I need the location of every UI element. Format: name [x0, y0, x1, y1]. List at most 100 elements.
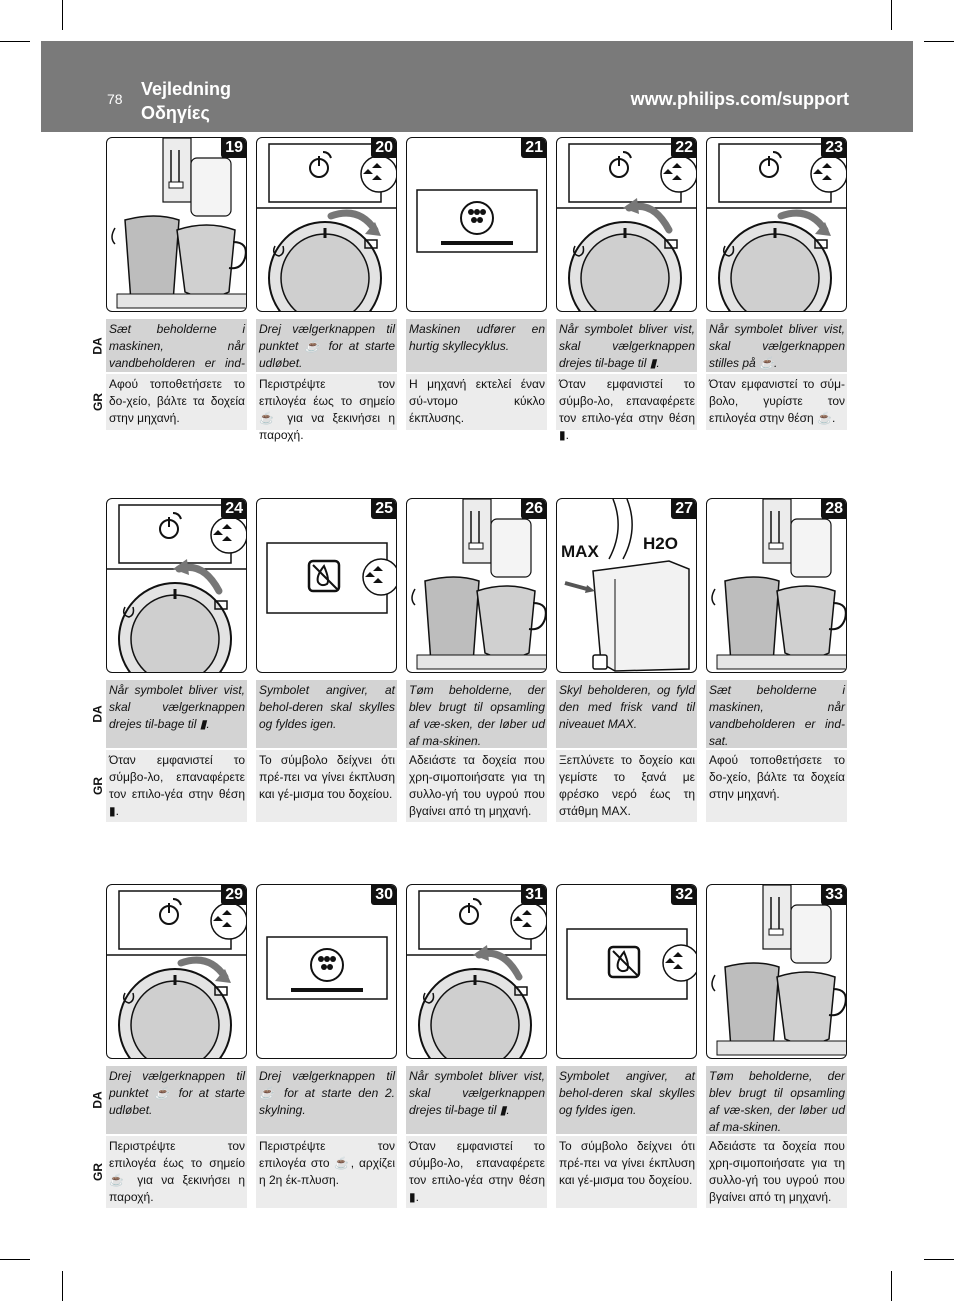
language-label-gr: GR	[88, 1136, 108, 1208]
language-code: GR	[91, 393, 105, 411]
step-figure: 24	[106, 498, 247, 673]
language-code: GR	[91, 777, 105, 795]
language-label-da: DA	[88, 319, 108, 372]
step-number: 22	[671, 138, 696, 158]
crop-mark	[0, 1259, 30, 1260]
page-header: 78 Vejledning Οδηγίες www.philips.com/su…	[41, 41, 913, 132]
step-number: 19	[221, 138, 246, 158]
step-figure: 25	[256, 498, 397, 673]
caption-da: Tøm beholderne, der blev brugt til opsam…	[706, 1066, 847, 1134]
caption-gr: Η μηχανή εκτελεί έναν σύ-ντομο κύκλο έκπ…	[406, 374, 547, 430]
step-number: 27	[671, 499, 696, 519]
caption-da: Tøm beholderne, der blev brugt til opsam…	[406, 680, 547, 748]
caption-da: Sæt beholderne i maskinen, når vandbehol…	[106, 319, 247, 387]
caption-gr: Όταν εμφανιστεί το σύμβο-λο, επαναφέρετε…	[106, 750, 247, 822]
crop-mark	[62, 0, 63, 30]
step-figure: 28	[706, 498, 847, 673]
crop-mark	[891, 1271, 892, 1301]
caption-da: Når symbolet bliver vist, skal vælgerkna…	[706, 319, 847, 372]
caption-gr: Όταν εμφανιστεί το σύμβο-λο, επαναφέρετε…	[406, 1136, 547, 1208]
step-figure: 23	[706, 137, 847, 312]
language-code: DA	[91, 705, 105, 723]
container-left	[724, 962, 780, 1054]
step-figure: 26	[406, 498, 547, 673]
language-label-da: DA	[88, 1066, 108, 1134]
crop-mark	[924, 41, 954, 42]
container-left	[124, 215, 180, 307]
step-figure: 20	[256, 137, 397, 312]
language-code: DA	[91, 336, 105, 355]
caption-da: Skyl beholderen, og fyld den med frisk v…	[556, 680, 697, 748]
caption-gr: Ξεπλύνετε το δοχείο και γεμίστε το ξανά …	[556, 750, 697, 822]
crop-mark	[891, 0, 892, 30]
support-website-link[interactable]: www.philips.com/support	[630, 89, 849, 109]
step-number: 25	[371, 499, 396, 519]
page-title-gr: Οδηγίες	[141, 103, 210, 123]
language-label-da: DA	[88, 680, 108, 748]
step-figure: 31	[406, 884, 547, 1059]
step-number: 20	[371, 138, 396, 158]
caption-da: Drej vælgerknappen til punktet ☕ for at …	[106, 1066, 247, 1134]
caption-gr: Αδειάστε τα δοχεία που χρη-σιμοποιήσατε …	[406, 750, 547, 822]
hot-water-icon	[122, 606, 135, 618]
container-left	[424, 576, 480, 668]
caption-gr: Αφού τοποθετήσετε το δο-χείο, βάλτε τα δ…	[106, 374, 247, 430]
caption-da: Drej vælgerknappen til punktet ☕ for at …	[256, 319, 397, 372]
step-figure: 22	[556, 137, 697, 312]
page-number: 78	[107, 91, 123, 107]
language-label-gr: GR	[88, 750, 108, 822]
cup-icon	[514, 986, 528, 996]
caption-da: Når symbolet bliver vist, skal vælgerkna…	[406, 1066, 547, 1134]
step-figure: 32	[556, 884, 697, 1059]
step-number: 23	[821, 138, 846, 158]
step-figure: MAX H2O 27	[556, 498, 697, 673]
caption-gr: Περιστρέψτε τον επιλογέα στο ☕, αρχίζει …	[256, 1136, 397, 1208]
tank-max-label: MAX	[561, 542, 599, 561]
container-right	[776, 585, 836, 659]
rinse-icon	[460, 201, 494, 235]
step-number: 29	[221, 885, 246, 905]
tank-h2o-label: H2O	[643, 534, 678, 553]
rinse-icon	[310, 948, 344, 982]
step-figure: 19	[106, 137, 247, 312]
hot-water-icon	[722, 245, 735, 257]
caption-da: Sæt beholderne i maskinen, når vandbehol…	[706, 680, 847, 748]
caption-da: Symbolet angiver, at behol-deren skal sk…	[256, 680, 397, 748]
language-code: DA	[91, 1091, 105, 1109]
crop-mark	[62, 1271, 63, 1301]
step-figure: 21	[406, 137, 547, 312]
hot-water-icon	[122, 992, 135, 1004]
language-code: GR	[91, 1163, 105, 1181]
caption-gr: Όταν εμφανιστεί το σύμβο-λο, επαναφέρετε…	[556, 374, 697, 442]
step-number: 28	[821, 499, 846, 519]
cup-icon	[214, 986, 228, 996]
cup-icon	[214, 600, 228, 610]
caption-da: Drej vælgerknappen til ☕ for at starte d…	[256, 1066, 397, 1134]
caption-gr: Το σύμβολο δείχνει ότι πρέ-πει να γίνει …	[256, 750, 397, 822]
container-right	[176, 224, 236, 298]
hot-water-icon	[572, 245, 585, 257]
step-number: 26	[521, 499, 546, 519]
hot-water-icon	[272, 245, 285, 257]
step-number: 33	[821, 885, 846, 905]
step-figure: 29	[106, 884, 247, 1059]
container-right	[776, 971, 836, 1045]
caption-da: Når symbolet bliver vist, skal vælgerkna…	[106, 680, 247, 748]
caption-da: Symbolet angiver, at behol-deren skal sk…	[556, 1066, 697, 1134]
cup-icon	[364, 239, 378, 249]
step-figure: 30	[256, 884, 397, 1059]
crop-mark	[924, 1259, 954, 1260]
caption-gr: Περιστρέψτε τον επιλογέα έως το σημείο ☕…	[256, 374, 397, 442]
caption-gr: Όταν εμφανιστεί το σύμ-βολο, γυρίστε τον…	[706, 374, 847, 430]
caption-da: Maskinen udfører en hurtig skyllecyklus.	[406, 319, 547, 372]
cup-icon	[814, 239, 828, 249]
cup-icon	[664, 239, 678, 249]
caption-gr: Το σύμβολο δείχνει ότι πρέ-πει να γίνει …	[556, 1136, 697, 1208]
caption-gr: Αφού τοποθετήσετε το δο-χείο, βάλτε τα δ…	[706, 750, 847, 822]
caption-gr: Περιστρέψτε τον επιλογέα έως το σημείο ☕…	[106, 1136, 247, 1208]
step-figure: 33	[706, 884, 847, 1059]
caption-gr: Αδειάστε τα δοχεία που χρη-σιμοποιήσατε …	[706, 1136, 847, 1208]
crop-mark	[0, 41, 30, 42]
container-left	[724, 576, 780, 668]
step-number: 30	[371, 885, 396, 905]
